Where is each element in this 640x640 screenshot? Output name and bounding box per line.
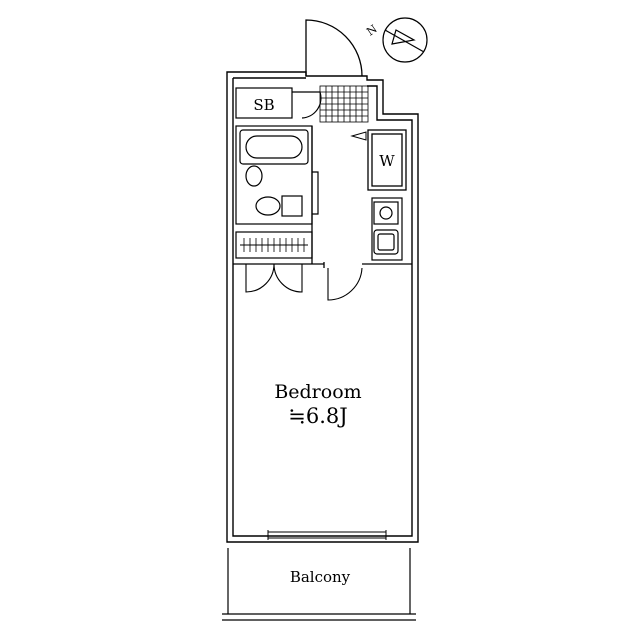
washer-label: W	[379, 152, 395, 170]
closet-doors	[245, 263, 303, 293]
bedroom-label: Bedroom	[274, 381, 361, 403]
balcony-window	[267, 530, 387, 540]
storage-room	[235, 87, 322, 119]
kitchen	[371, 197, 403, 261]
storage-label: SB	[253, 96, 274, 114]
entrance-door	[305, 19, 363, 77]
bedroom-door	[327, 267, 363, 301]
outer-walls	[226, 71, 419, 543]
closet	[235, 231, 313, 259]
unit-bath	[235, 125, 319, 225]
compass-label: N	[364, 22, 380, 38]
balcony-label: Balcony	[290, 568, 351, 586]
compass-icon	[382, 17, 428, 63]
washer-space	[367, 129, 407, 191]
bedroom-size: ≒6.8J	[288, 404, 347, 428]
balcony	[222, 548, 416, 621]
entry-marker	[350, 131, 367, 141]
bedroom-partition	[233, 126, 412, 268]
entry-tiles	[319, 85, 369, 123]
